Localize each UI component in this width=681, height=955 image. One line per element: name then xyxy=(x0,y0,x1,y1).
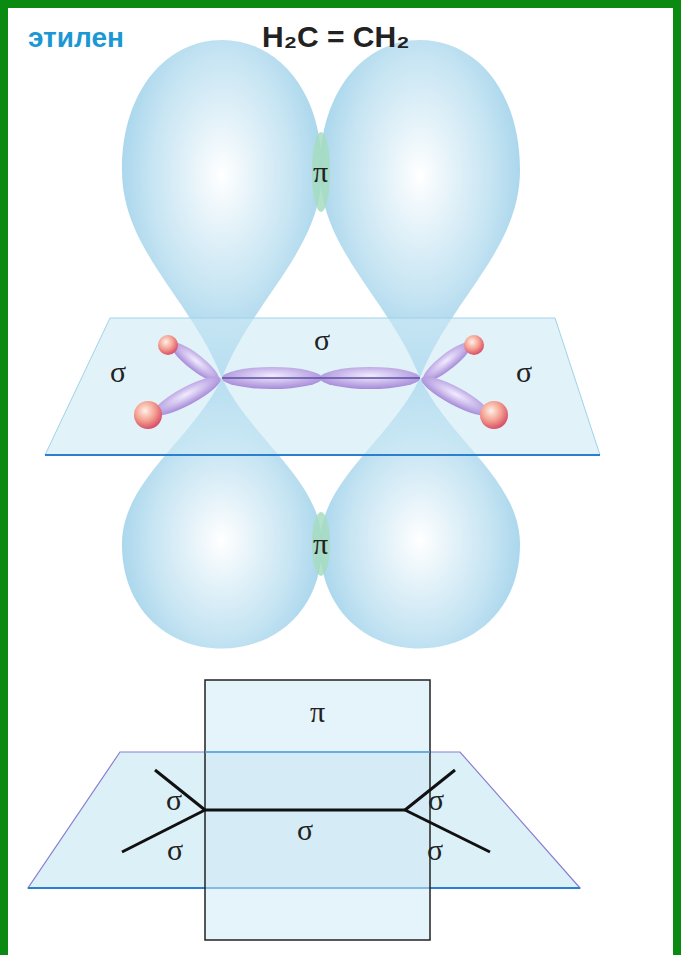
sigma-bond-label: σ xyxy=(428,785,444,815)
sigma-bond-label: σ xyxy=(166,785,182,815)
pi-bond-label: π xyxy=(313,529,328,559)
sigma-bond-label: σ xyxy=(516,357,532,387)
title-text: этилен xyxy=(28,24,124,52)
pi-bond-label: π xyxy=(310,697,325,727)
chemical-formula: H₂C = CH₂ xyxy=(262,22,410,52)
sigma-bond-label: σ xyxy=(110,357,126,387)
sigma-bond-label: σ xyxy=(427,835,443,865)
sigma-bond-label: σ xyxy=(297,815,313,845)
pi-bond-label: π xyxy=(313,157,328,187)
sigma-bond-label: σ xyxy=(314,325,330,355)
sigma-bond-label: σ xyxy=(167,835,183,865)
